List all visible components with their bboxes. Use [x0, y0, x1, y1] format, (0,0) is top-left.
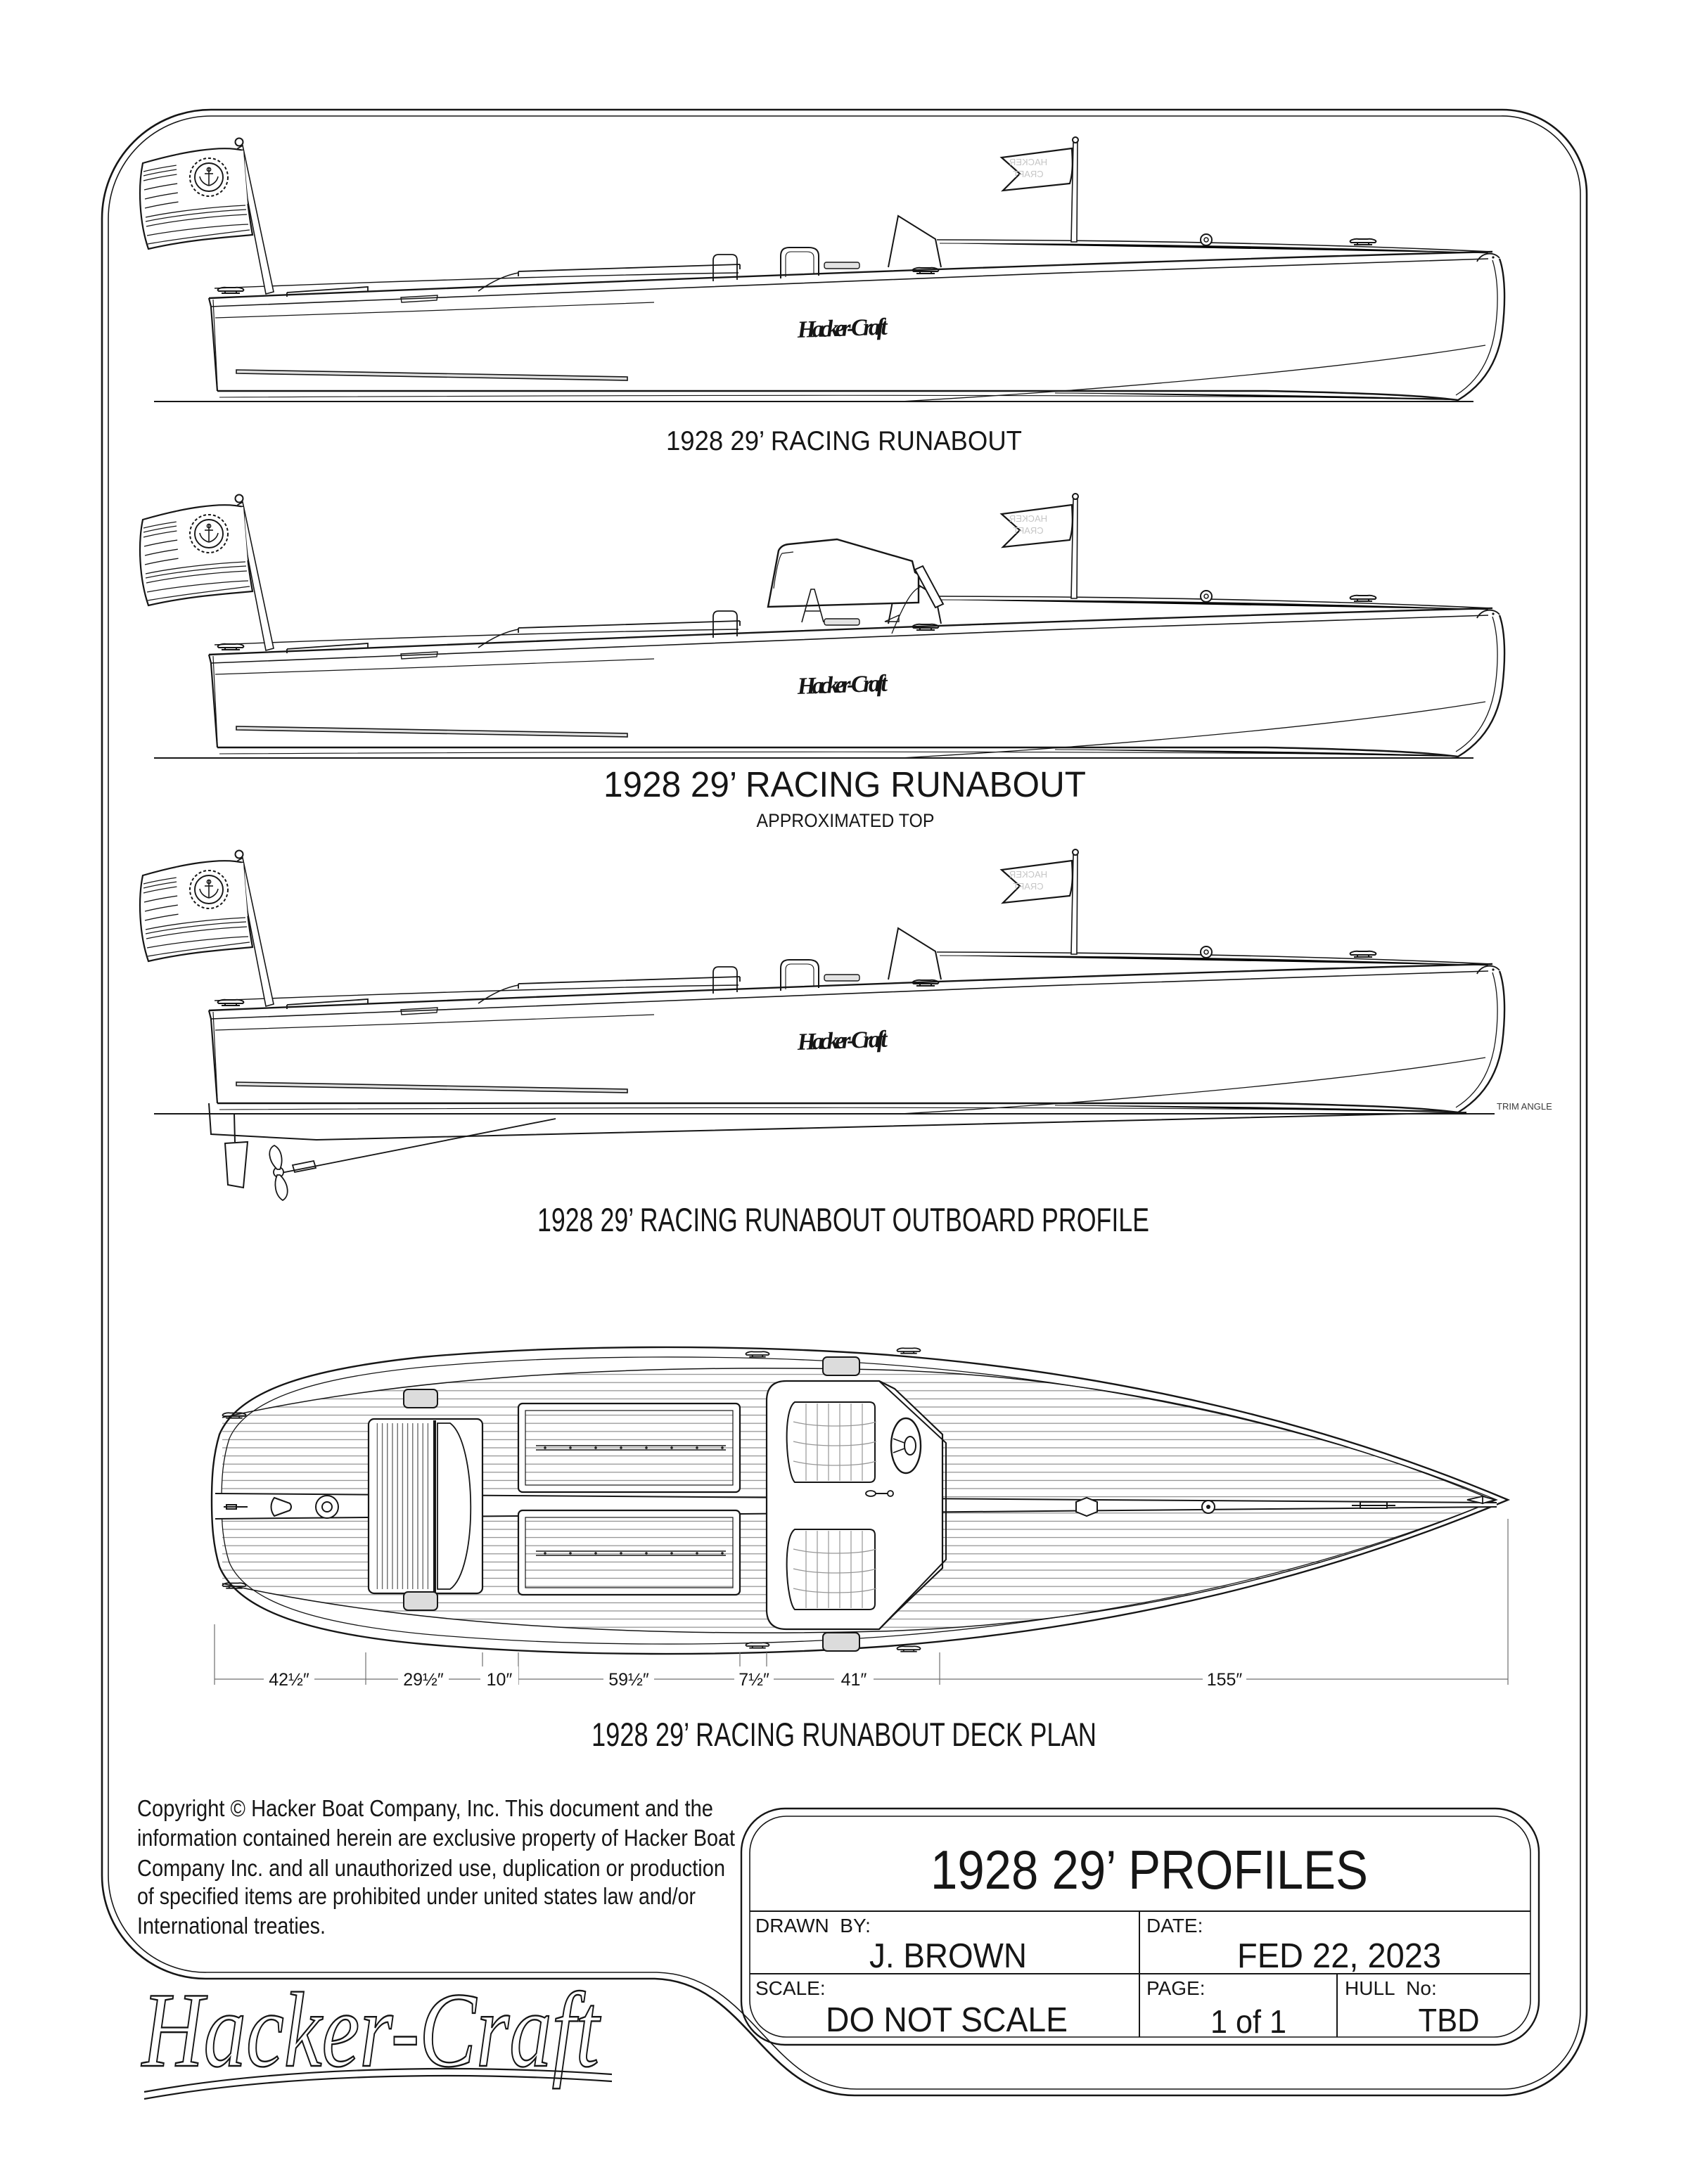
svg-text:SCALE:: SCALE: [755, 1977, 826, 1999]
svg-text:DATE:: DATE: [1146, 1915, 1203, 1936]
svg-text:10″: 10″ [487, 1670, 513, 1690]
svg-text:Copyright © Hacker Boat Compan: Copyright © Hacker Boat Company, Inc. Th… [137, 1795, 713, 1821]
svg-text:Company Inc. and all unauthori: Company Inc. and all unauthorized use, d… [137, 1855, 725, 1881]
svg-text:1928 29’ PROFILES: 1928 29’ PROFILES [931, 1839, 1368, 1901]
svg-text:1928 29’ RACING RUNABOUT OUTBO: 1928 29’ RACING RUNABOUT OUTBOARD PROFIL… [537, 1201, 1149, 1238]
svg-text:1928 29’ RACING RUNABOUT: 1928 29’ RACING RUNABOUT [603, 764, 1086, 804]
svg-text:1928 29’ RACING RUNABOUT: 1928 29’ RACING RUNABOUT [666, 426, 1022, 456]
svg-text:DRAWN BY:: DRAWN BY: [755, 1915, 871, 1936]
svg-text:FED 22, 2023: FED 22, 2023 [1237, 1937, 1441, 1975]
svg-text:42½″: 42½″ [269, 1670, 309, 1690]
svg-text:1 of 1: 1 of 1 [1210, 2003, 1286, 2040]
svg-text:J. BROWN: J. BROWN [869, 1937, 1027, 1975]
svg-text:International treaties.: International treaties. [137, 1913, 326, 1939]
svg-text:41″: 41″ [841, 1670, 867, 1690]
svg-text:TRIM ANGLE: TRIM ANGLE [1497, 1101, 1552, 1112]
svg-text:1928 29’ RACING RUNABOUT DECK: 1928 29’ RACING RUNABOUT DECK PLAN [592, 1716, 1096, 1753]
svg-text:APPROXIMATED TOP: APPROXIMATED TOP [757, 810, 935, 831]
svg-text:PAGE:: PAGE: [1146, 1977, 1206, 1999]
svg-text:59½″: 59½″ [608, 1670, 649, 1690]
svg-text:HULL No:: HULL No: [1345, 1977, 1437, 1999]
svg-text:information contained herein a: information contained herein are exclusi… [137, 1825, 735, 1851]
svg-text:7½″: 7½″ [738, 1670, 769, 1690]
svg-text:Hacker-Craft: Hacker-Craft [141, 1971, 601, 2089]
svg-text:of specified items are prohibi: of specified items are prohibited under … [137, 1883, 696, 1909]
svg-text:155″: 155″ [1207, 1670, 1243, 1690]
svg-text:29½″: 29½″ [403, 1670, 444, 1690]
svg-text:DO NOT SCALE: DO NOT SCALE [826, 2001, 1068, 2039]
svg-text:TBD: TBD [1419, 2002, 1480, 2038]
